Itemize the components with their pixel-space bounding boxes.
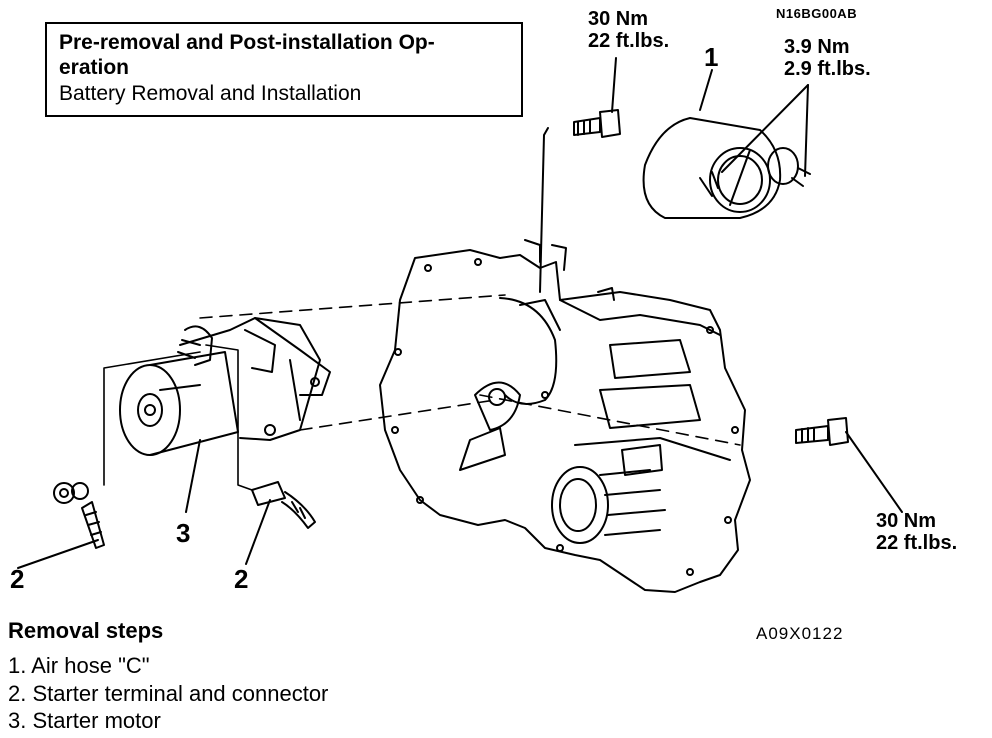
figure-code: A09X0122 <box>756 624 844 643</box>
torque-right-ftlbs: 22 ft.lbs. <box>876 532 958 554</box>
callout-air-hose: 1 <box>704 42 719 72</box>
figure-code-top: N16BG00AB <box>776 6 858 21</box>
callout-terminal-right: 2 <box>234 564 249 594</box>
step-item-1: 1. Air hose "C" <box>8 653 150 678</box>
callout-terminal-left: 2 <box>10 564 25 594</box>
torque-top-nm: 30 Nm <box>588 8 649 30</box>
top-bolt-drawing <box>539 57 621 293</box>
steps-title: Removal steps <box>8 618 164 643</box>
torque-right-nm: 30 Nm <box>876 510 937 532</box>
alignment-lines <box>199 294 741 446</box>
note-box: Pre-removal and Post-installation Op- er… <box>45 22 523 117</box>
note-line-1: Pre-removal and Post-installation Op- <box>59 31 435 54</box>
note-line-3: Battery Removal and Installation <box>59 82 362 105</box>
right-bolt-drawing <box>795 417 903 513</box>
terminal-connector-right-drawing <box>205 344 316 565</box>
step-item-3: 3. Starter motor <box>8 708 161 733</box>
starter-motor-drawing <box>119 317 331 513</box>
torque-top-ftlbs: 22 ft.lbs. <box>588 30 670 52</box>
air-hose-drawing <box>642 69 811 219</box>
step-item-2: 2. Starter terminal and connector <box>8 681 329 706</box>
note-line-2: eration <box>59 56 130 79</box>
torque-hose-nm: 3.9 Nm <box>784 36 850 58</box>
torque-hose-ftlbs: 2.9 ft.lbs. <box>784 58 871 80</box>
transaxle-drawing <box>379 239 751 593</box>
callout-starter-motor: 3 <box>176 518 191 548</box>
terminal-nut-left-drawing <box>17 351 201 569</box>
